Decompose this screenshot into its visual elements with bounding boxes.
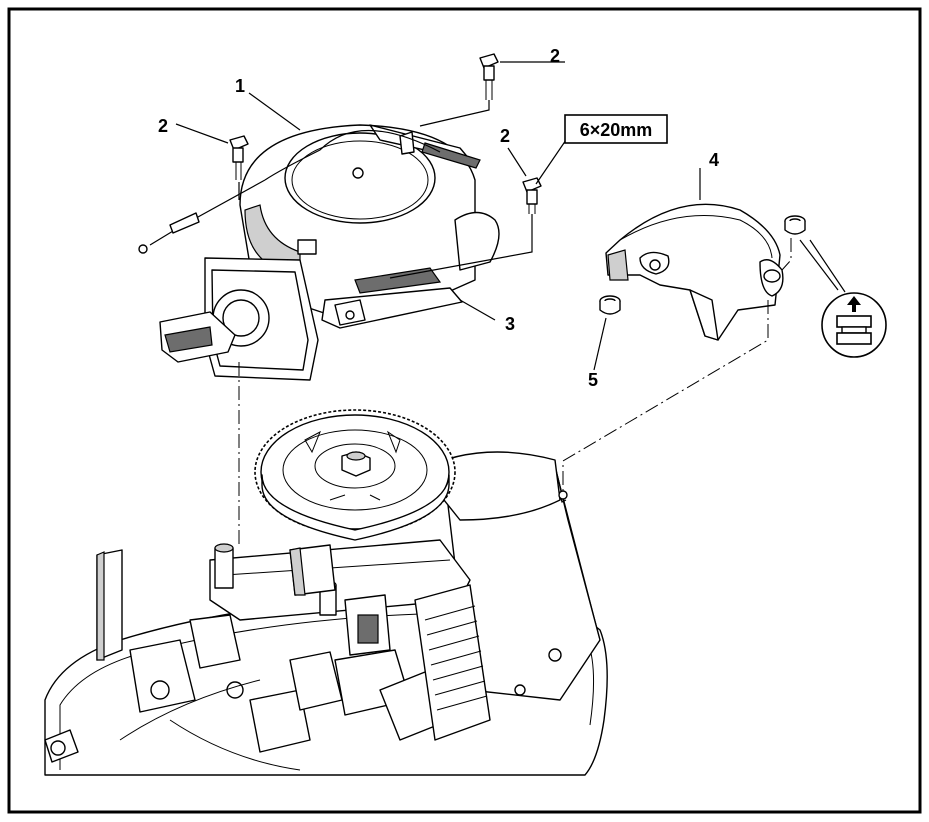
install-direction-badge — [821, 292, 887, 358]
grommet-lower — [599, 295, 621, 315]
callout-2-right: 2 — [500, 126, 510, 146]
bolt-spec-label: 6×20mm — [580, 120, 653, 140]
grommet-upper — [784, 215, 806, 235]
bolt-right — [522, 177, 542, 214]
callout-3: 3 — [505, 314, 515, 334]
arrow-up-icon — [847, 296, 861, 312]
leader-lines — [175, 61, 846, 371]
recoil-starter — [138, 124, 500, 381]
callout-1: 1 — [235, 76, 245, 96]
bolt-top — [479, 53, 499, 100]
engine-block — [44, 451, 608, 776]
figure-frame — [7, 7, 922, 814]
bolt-left — [229, 135, 249, 180]
bolt-spec-box: 6×20mm — [564, 114, 668, 144]
callout-5: 5 — [588, 370, 598, 390]
callout-2-left: 2 — [158, 116, 168, 136]
flywheel-cover — [605, 203, 784, 341]
callout-2-top: 2 — [550, 46, 560, 66]
flywheel — [254, 409, 456, 541]
callout-4: 4 — [709, 150, 719, 170]
fuel-pump-fins — [414, 584, 491, 741]
assembly-lines — [238, 100, 792, 545]
